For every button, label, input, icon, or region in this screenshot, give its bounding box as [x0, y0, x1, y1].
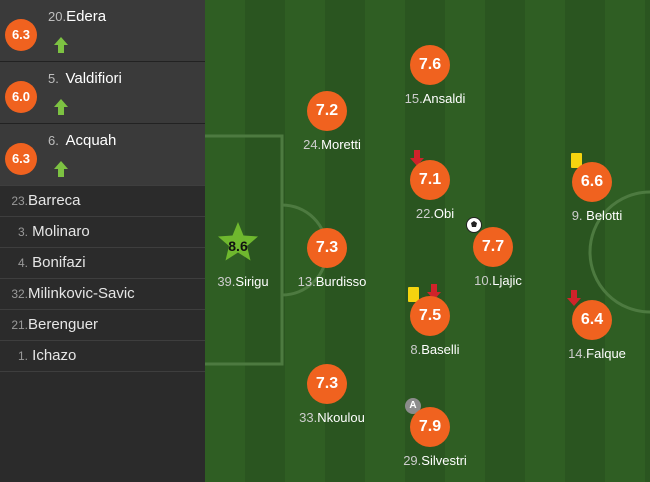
- player-silvestri[interactable]: A 7.9 29.Silvestri: [403, 398, 500, 482]
- player-number: 21.: [11, 318, 28, 332]
- player-name: Acquah: [65, 132, 117, 149]
- rating-badge: 7.7: [473, 227, 513, 267]
- substitute-row[interactable]: 6.3 6. Acquah: [0, 124, 205, 186]
- player-label: 22.Obi: [390, 206, 480, 221]
- player-number: 6.: [48, 133, 59, 148]
- player-name: Falque: [586, 346, 626, 361]
- player-number-name: 5. Valdifiori: [48, 70, 122, 87]
- player-obi[interactable]: 7.1 22.Obi: [410, 150, 500, 240]
- yellow-card-icon: [571, 153, 582, 168]
- player-number: 8.: [410, 342, 422, 357]
- player-name: Berenguer: [28, 316, 99, 333]
- rating-badge: 7.6: [410, 45, 450, 85]
- rating-badge: 6.3: [5, 143, 37, 175]
- rating-badge: 7.3: [307, 228, 347, 268]
- rating-badge: 7.3: [307, 364, 347, 404]
- player-number: 32.: [11, 287, 28, 301]
- player-name: Ichazo: [32, 347, 77, 364]
- rating-badge: 6.6: [572, 162, 612, 202]
- rating-badge: 6.0: [5, 81, 37, 113]
- player-name: Sirigu: [235, 274, 269, 289]
- player-number-name: 6. Acquah: [48, 132, 116, 149]
- player-name: Molinaro: [32, 223, 90, 240]
- player-number: 5.: [48, 71, 59, 86]
- player-name: Milinkovic-Savic: [28, 285, 135, 302]
- player-sirigu[interactable]: 8.6 39.Sirigu: [217, 220, 308, 300]
- player-nkoulou[interactable]: 7.3 33.Nkoulou: [299, 364, 397, 444]
- player-number: 24.: [303, 137, 322, 152]
- player-baselli[interactable]: 7.5 8.Baselli: [408, 284, 500, 376]
- player-name: Bonifazi: [32, 254, 86, 271]
- player-moretti[interactable]: 7.2 24.Moretti: [303, 91, 397, 171]
- player-name: Obi: [433, 206, 455, 221]
- player-label: 15.Ansaldi: [390, 91, 480, 106]
- sub-in-arrow-icon: [54, 99, 68, 115]
- player-label: 8.Baselli: [390, 342, 480, 357]
- player-name: Ansaldi: [422, 91, 466, 106]
- player-name: Valdifiori: [65, 70, 122, 87]
- substitute-row[interactable]: 6.0 5. Valdifiori: [0, 62, 205, 124]
- bench-row[interactable]: 23.Barreca: [0, 185, 205, 216]
- player-number: 3.: [17, 225, 28, 239]
- player-number: 33.: [299, 410, 318, 425]
- player-name: Moretti: [321, 137, 361, 152]
- goal-ball-icon: [466, 217, 482, 233]
- player-number: 1.: [17, 349, 28, 363]
- player-number: 20.: [48, 9, 67, 24]
- player-name: Barreca: [28, 192, 81, 209]
- player-number: 4.: [17, 256, 28, 270]
- player-number: 15.: [404, 91, 423, 106]
- rating-badge: 7.5: [410, 296, 450, 336]
- player-label: 24.Moretti: [287, 137, 377, 152]
- player-name: Baselli: [421, 342, 460, 357]
- player-ansaldi[interactable]: 7.6 15.Ansaldi: [405, 45, 500, 125]
- player-label: 13.Burdisso: [287, 274, 377, 289]
- player-name: Ljajic: [492, 273, 522, 288]
- player-name: Silvestri: [421, 453, 467, 468]
- player-name: Belotti: [586, 208, 623, 223]
- player-label: 9. Belotti: [552, 208, 642, 223]
- player-label: 33.Nkoulou: [287, 410, 377, 425]
- rating-badge: 7.1: [410, 160, 450, 200]
- player-label: 10.Ljajic: [453, 273, 543, 288]
- bench-row[interactable]: 21.Berenguer: [0, 309, 205, 340]
- player-number-name: 20.Edera: [48, 8, 106, 25]
- player-label: 29.Silvestri: [390, 453, 480, 468]
- rating-badge: 7.9: [410, 407, 450, 447]
- yellow-card-icon: [408, 287, 419, 302]
- player-name: Edera: [66, 8, 107, 25]
- player-belotti[interactable]: 6.6 9. Belotti: [571, 153, 650, 242]
- bench-row[interactable]: 32.Milinkovic-Savic: [0, 278, 205, 309]
- sub-in-arrow-icon: [54, 161, 68, 177]
- bench-row[interactable]: 4. Bonifazi: [0, 247, 205, 278]
- star-icon: [218, 222, 258, 261]
- lineup-sidebar: 6.3 20.Edera 6.0 5. Valdifiori 6.3 6. Ac…: [0, 0, 205, 482]
- player-ljajic[interactable]: 7.7 10.Ljajic: [466, 217, 563, 307]
- player-number: 22.: [415, 206, 434, 221]
- player-number: 39.: [217, 274, 236, 289]
- pitch: 8.6 39.Sirigu 7.2 24.Moretti 7.3 13.Burd…: [205, 0, 650, 482]
- player-number: 29.: [403, 453, 422, 468]
- player-number: 13.: [297, 274, 316, 289]
- bench-row[interactable]: 3. Molinaro: [0, 216, 205, 247]
- player-name: Nkoulou: [317, 410, 365, 425]
- rating-badge: 6.4: [572, 300, 612, 340]
- player-number: 9.: [571, 208, 583, 223]
- rating-value: 8.6: [228, 238, 248, 254]
- player-label: 14.Falque: [552, 346, 642, 361]
- player-label: 39.Sirigu: [205, 274, 288, 289]
- rating-badge: 6.3: [5, 19, 37, 51]
- player-name: Burdisso: [315, 274, 367, 289]
- sub-in-arrow-icon: [54, 37, 68, 53]
- player-number: 23.: [11, 194, 28, 208]
- player-burdisso[interactable]: 7.3 13.Burdisso: [298, 228, 397, 308]
- player-number: 10.: [474, 273, 493, 288]
- substitute-row[interactable]: 6.3 20.Edera: [0, 0, 205, 62]
- player-number: 14.: [568, 346, 587, 361]
- rating-badge: 7.2: [307, 91, 347, 131]
- sub-out-arrow-icon: [567, 290, 581, 306]
- player-falque[interactable]: 6.4 14.Falque: [567, 290, 650, 380]
- bench-row[interactable]: 1. Ichazo: [0, 340, 205, 372]
